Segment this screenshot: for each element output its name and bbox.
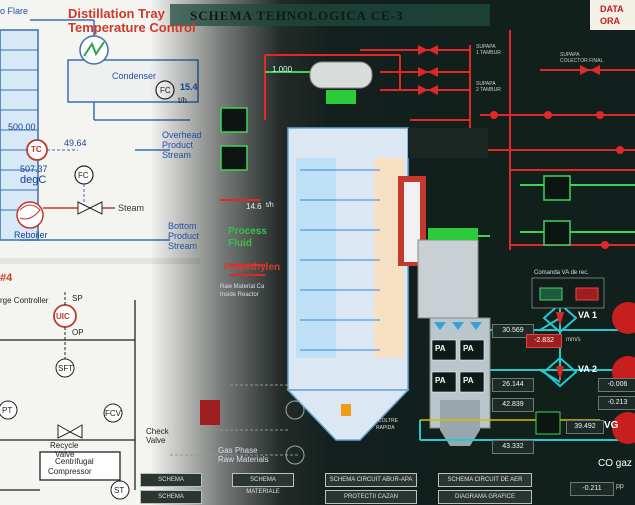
condenser-label: Condenser — [112, 71, 157, 81]
value-readout-1: 30.569 — [492, 324, 534, 338]
rapida-label: RAPIDA — [376, 425, 395, 431]
bottom-label-1: Bottom — [168, 221, 197, 231]
polyethylene-label: Polyethylen — [224, 262, 281, 273]
va1-label: VA 1 — [578, 310, 598, 320]
pa-label-3: PA — [435, 376, 446, 385]
supapa-1b: 1 TAMBUR — [476, 50, 501, 56]
process-fluid-2: Fluid — [228, 238, 252, 249]
bottom-label-2: Product — [168, 231, 200, 241]
tc-unit: degC — [20, 174, 47, 186]
centrifugal-label-1: Centrifugal — [55, 457, 94, 466]
nav-button-diagrama-grafice[interactable]: DIAGRAMA GRAFICE — [438, 490, 532, 504]
check-valve-1: Check — [146, 427, 169, 436]
nav-button-circuit-aer[interactable]: SCHEMA CIRCUIT DE AER — [438, 473, 532, 487]
value-readout-2: -2.832 — [526, 334, 562, 348]
nav-button-protectii-cazan[interactable]: PROTECTII CAZAN — [325, 490, 417, 504]
supapa-3b: COLECTOR FINAL — [560, 58, 604, 64]
supapa-3: SUPAPA — [560, 52, 580, 58]
raw-note-2: Inside Reactor — [220, 292, 259, 298]
flare-label: o Flare — [0, 6, 29, 16]
supapa-2b: 2 TAMBUR — [476, 87, 501, 93]
steam-label: Steam — [118, 203, 145, 213]
left-title-line2: Temperature Control — [68, 20, 196, 35]
supapa-1: SUPAPA — [476, 44, 496, 50]
fc-mid-value: 49.64 — [64, 138, 87, 148]
centrifugal-label-2: Compressor — [48, 467, 92, 476]
surge-controller-label: rge Controller — [0, 296, 49, 305]
pa-label-1: PA — [435, 344, 446, 353]
nav-button-circuit-abur-apa[interactable]: SCHEMA CIRCUIT ABUR-APA — [325, 473, 417, 487]
nav-button-left-2[interactable]: SCHEMA — [140, 490, 202, 504]
tc-label: TC — [31, 145, 42, 154]
value-unit-2: mm/s — [566, 337, 581, 343]
bottom-label-3: Stream — [168, 241, 198, 251]
fc-top-unit: t/h — [178, 96, 187, 105]
nav-button-left-1[interactable]: SCHEMA — [140, 473, 202, 487]
process-fluid-1: Process — [228, 226, 267, 237]
fc-top-label: FC — [160, 86, 171, 95]
pt-label: PT — [2, 406, 13, 415]
gas-phase-1: Gas Phase — [218, 446, 258, 455]
sp-label: SP — [72, 294, 83, 303]
sft-label: SFT — [58, 364, 74, 373]
raw-note-1: Raw Material Ca — [220, 284, 265, 290]
st-label: ST — [114, 486, 125, 495]
value-unit-pp: pp — [616, 483, 624, 490]
section-number: #4 — [0, 272, 13, 284]
co-gaz-label: CO gaz — [598, 458, 632, 469]
reboiler-label: Reboiler — [14, 230, 48, 240]
value-readout-4: 42.839 — [492, 398, 534, 412]
value-readout-3: 26.144 — [492, 378, 534, 392]
time-label: ORA — [600, 16, 620, 26]
product-label: Product — [162, 140, 194, 150]
value-readout-7: -0.006 — [598, 378, 635, 392]
overhead-label: Overhead — [162, 130, 202, 140]
comanda-va-label: Comanda VA de rec. — [534, 270, 589, 276]
fc-mid-label: FC — [78, 171, 89, 180]
check-valve-2: Valve — [146, 436, 166, 445]
supapa-2: SUPAPA — [476, 81, 496, 87]
flow-value: 14.6 — [246, 202, 262, 211]
nav-button-schema-materiale[interactable]: SCHEMA MATERIALE — [232, 473, 294, 495]
date-time-box: DATA ORA — [590, 0, 635, 30]
vg-label: VG — [604, 420, 619, 431]
tc-setpoint: 500.00 — [8, 122, 36, 132]
op-label: OP — [72, 328, 84, 337]
uic-label: UIC — [56, 312, 70, 321]
fc-top-value: 15.4 — [180, 82, 198, 92]
fcv-label: FCV — [105, 409, 121, 418]
value-readout-5: 43.332 — [492, 440, 534, 454]
va2-label: VA 2 — [578, 364, 598, 374]
left-title-line1: Distillation Tray — [68, 6, 165, 21]
recycle-valve-label-1: Recycle — [50, 441, 79, 450]
tc-value: 507.37 — [20, 164, 48, 174]
gas-phase-2: Raw Materials — [218, 455, 269, 464]
recycle-valve-label-2: Valve — [55, 450, 75, 459]
flow-unit: t/h — [266, 202, 274, 209]
date-label: DATA — [600, 4, 624, 14]
pa-label-2: PA — [463, 344, 474, 353]
value-readout-6: 39.492 — [566, 420, 604, 434]
value-readout-9: -0.213 — [598, 396, 635, 410]
coltre-label: COLTRE — [378, 418, 398, 424]
pa-label-4: PA — [463, 376, 474, 385]
scheme-header: SCHEMA TEHNOLOGICA CE-3 — [190, 8, 404, 23]
top-value: 1.000 — [272, 65, 293, 74]
stream-label: Stream — [162, 150, 192, 160]
value-readout-8: -0.211 — [570, 482, 614, 496]
